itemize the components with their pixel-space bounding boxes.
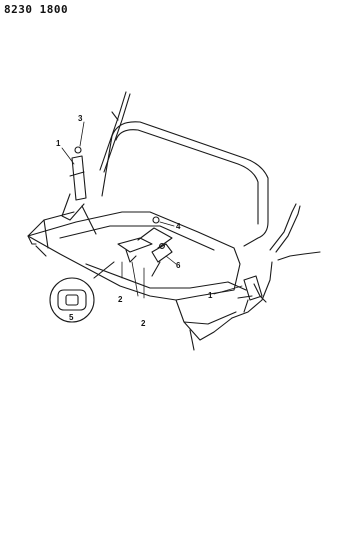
callout-4: 4 — [176, 222, 181, 231]
callout-1-left: 1 — [56, 139, 61, 148]
callout-2-lower: 2 — [141, 319, 146, 328]
callout-2-upper: 2 — [118, 295, 123, 304]
leader-lines — [61, 121, 243, 299]
callout-labels: 1 1 2 2 3 4 5 6 — [56, 114, 213, 328]
callout-1-right: 1 — [208, 291, 213, 300]
center-buckles — [117, 216, 173, 277]
right-pillar — [231, 203, 321, 319]
callout-6: 6 — [176, 261, 181, 270]
floor-pan — [175, 299, 237, 351]
left-side-trim — [27, 211, 75, 257]
callout-3: 3 — [78, 114, 83, 123]
seat-cushion — [27, 211, 241, 301]
seat-back — [101, 121, 269, 247]
figure-code: 8230 1800 — [4, 3, 69, 16]
left-retractor — [61, 146, 97, 235]
inset-detail — [49, 261, 115, 323]
left-pillar — [99, 91, 131, 173]
callout-5: 5 — [69, 313, 74, 322]
right-retractor — [227, 275, 263, 313]
